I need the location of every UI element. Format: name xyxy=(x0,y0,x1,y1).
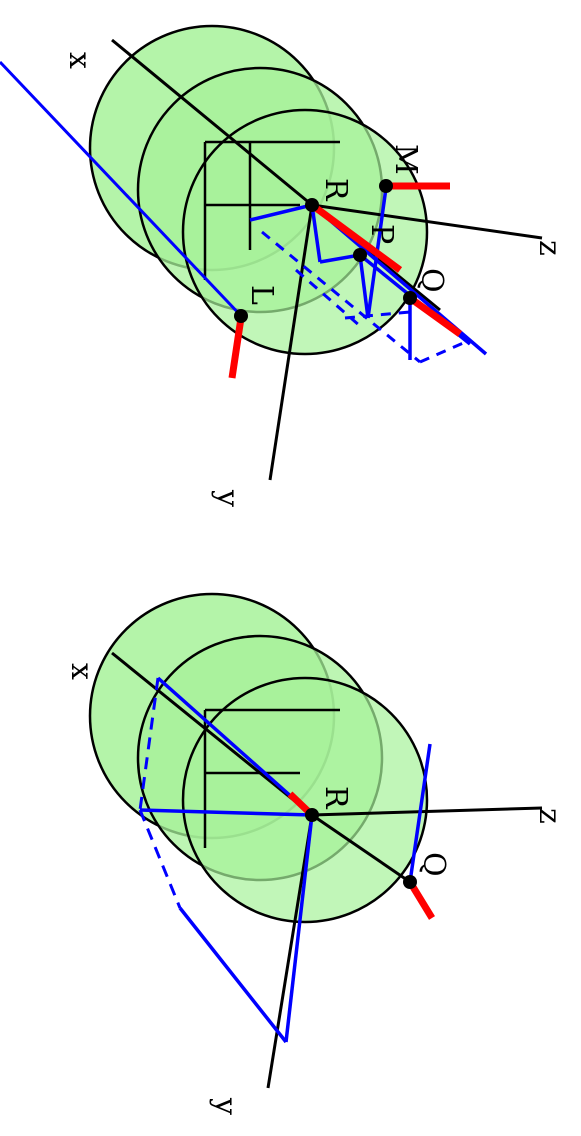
blue-dashed-top xyxy=(261,230,471,364)
point-label-R: R xyxy=(318,178,353,202)
point-label-L: L xyxy=(244,285,279,305)
x-axis-line xyxy=(111,38,313,207)
point-b-R xyxy=(305,808,319,822)
bottom-diagram-svg: x z y R Q xyxy=(64,592,567,1115)
blue-construction-bottom xyxy=(139,676,432,1044)
blue-dash-1 xyxy=(261,230,421,364)
blue-b-seg-2 xyxy=(139,808,313,817)
blue-b-seg-5 xyxy=(178,906,288,1044)
inner-construction-top xyxy=(203,140,340,280)
red-tangent-L xyxy=(228,317,245,379)
blue-long-line xyxy=(0,60,247,322)
blue-b-seg-4 xyxy=(408,743,432,883)
z-axis-line xyxy=(311,203,543,240)
points-bottom xyxy=(305,808,417,889)
blue-b-dash-2 xyxy=(138,809,182,909)
top-diagram-svg: x z y R M P Q L xyxy=(0,24,567,507)
blue-seg-2 xyxy=(310,204,322,263)
point-R xyxy=(305,198,319,212)
axis-label-x-b: x xyxy=(64,663,99,680)
blue-dash-4 xyxy=(344,310,411,320)
point-M xyxy=(379,179,393,193)
red-tangent-b-Q xyxy=(407,880,435,920)
point-label-Q: Q xyxy=(414,268,449,293)
axis-label-z-b: z xyxy=(532,808,567,824)
bottom-diagram: x z y R Q xyxy=(0,568,581,1136)
top-diagram: x z y R M P Q L xyxy=(0,24,567,507)
red-tangent-Q xyxy=(407,295,463,337)
inner-construction-bottom xyxy=(203,708,340,848)
z-axis-line-b xyxy=(311,806,543,817)
point-label-b-R: R xyxy=(318,786,353,810)
axis-label-y: y xyxy=(210,489,245,507)
axis-label-y-b: y xyxy=(208,1097,243,1115)
blue-seg-4 xyxy=(358,254,370,319)
spheres-group-bottom xyxy=(88,592,429,924)
axes-bottom xyxy=(111,651,543,1089)
blue-dashed-bottom xyxy=(138,677,182,909)
blue-dash-2 xyxy=(295,268,361,328)
y-axis-line-b xyxy=(266,814,314,1089)
axis-label-z: z xyxy=(532,240,567,256)
blue-b-seg-1 xyxy=(156,676,314,817)
blue-seg-1 xyxy=(249,203,313,222)
blue-dash-3 xyxy=(419,338,471,364)
red-tangent-R xyxy=(309,202,403,273)
sphere-b3 xyxy=(181,676,429,924)
axis-label-x: x xyxy=(62,52,97,69)
blue-b-seg-3 xyxy=(284,814,314,1043)
point-P xyxy=(353,248,367,262)
y-axis-line xyxy=(268,204,314,481)
diag-line-b xyxy=(311,813,411,884)
red-tangents-top xyxy=(228,182,463,379)
point-label-M: M xyxy=(388,144,423,175)
x-axis-line-b xyxy=(111,651,313,817)
point-Q xyxy=(403,291,417,305)
point-label-P: P xyxy=(364,224,399,244)
point-L xyxy=(234,309,248,323)
blue-b-dash-1 xyxy=(138,677,160,811)
point-b-Q xyxy=(403,875,417,889)
points-top xyxy=(234,179,417,323)
point-label-b-Q: Q xyxy=(416,852,451,877)
